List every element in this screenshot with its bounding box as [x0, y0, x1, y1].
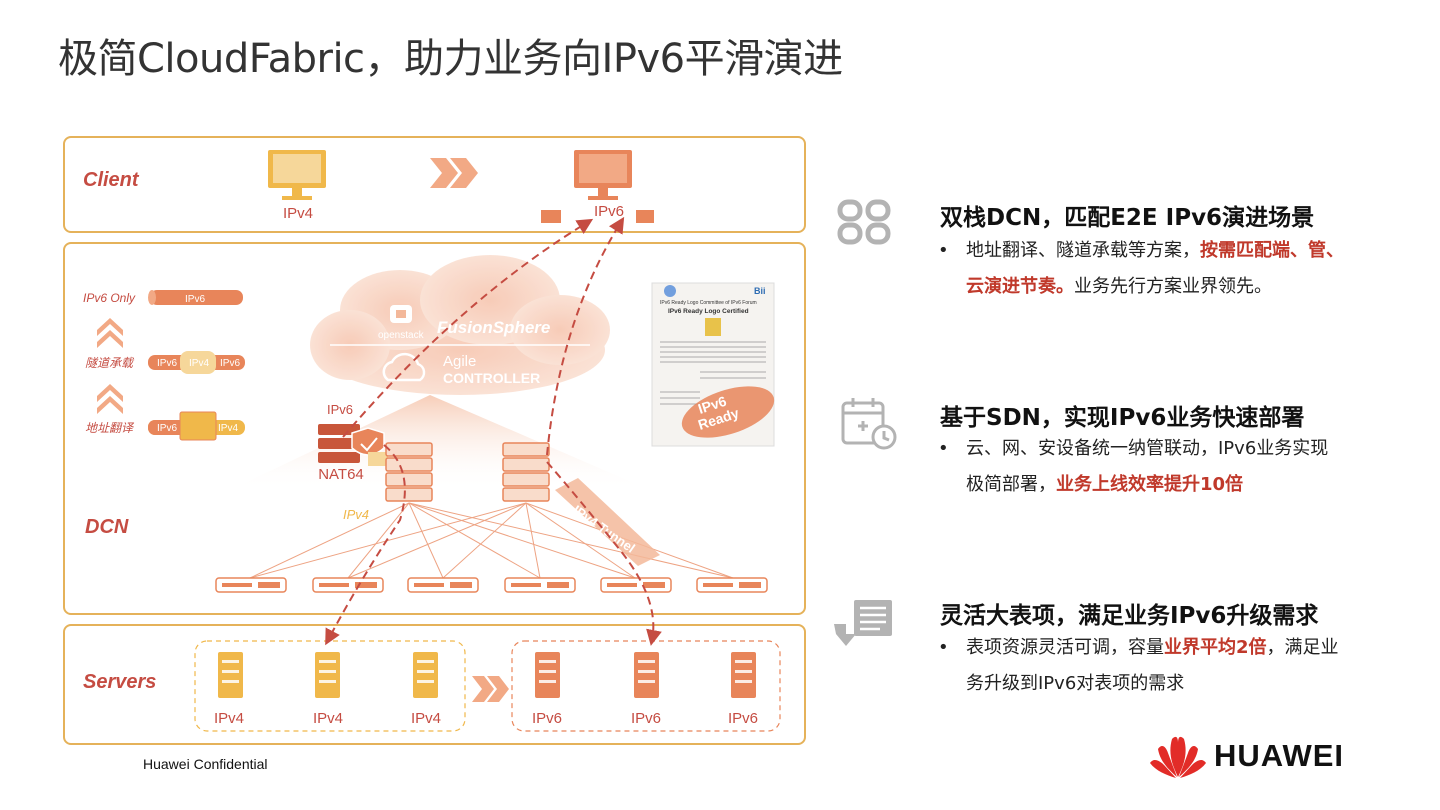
- svg-text:IPv6: IPv6: [157, 358, 177, 369]
- svg-text:IPv4: IPv4: [189, 358, 209, 369]
- fusionsphere-text: FusionSphere: [437, 318, 550, 337]
- server-icon: [535, 652, 756, 698]
- client-port-right: [636, 210, 654, 223]
- up-chevron-icon: [97, 384, 123, 414]
- cert-title: IPv6 Ready Logo Certified: [668, 308, 749, 315]
- agile-cloud-icon: [382, 352, 426, 382]
- server-ipv4-label: IPv4: [312, 710, 343, 727]
- four-rounded-squares-icon: [837, 199, 891, 245]
- server-ipv6-label: IPv6: [531, 710, 562, 727]
- ipv4-client-monitor-icon: [268, 150, 326, 200]
- ipv6-client-monitor-icon: [574, 150, 632, 200]
- legend-translation: 地址翻译: [85, 421, 135, 435]
- server-slots: [222, 660, 752, 683]
- feature-2-bullet: •云、网、安设备统一纳管联动，IPv6业务实现极简部署，业务上线效率提升10倍: [938, 431, 1338, 503]
- feature-3-highlight: 业界平均2倍: [1164, 637, 1267, 658]
- nat-ipv6-label: IPv6: [326, 402, 353, 417]
- huawei-flower-logo-icon: [1150, 736, 1206, 778]
- legend-tunnel: 隧道承载: [85, 356, 135, 370]
- dcn-label: DCN: [85, 516, 129, 538]
- legend-ipv6-only: IPv6 Only: [83, 291, 136, 305]
- client-port-left: [541, 210, 561, 223]
- spine-switch-2: [502, 442, 550, 502]
- leaf-switch-ports: [222, 582, 761, 588]
- feature-3-title: 灵活大表项，满足业务IPv6升级需求: [940, 603, 1319, 629]
- cert-header: IPv6 Ready Logo Committee of IPv6 Forum: [660, 300, 757, 306]
- server-ipv6-label: IPv6: [727, 710, 758, 727]
- svg-text:IPv6: IPv6: [220, 358, 240, 369]
- server-icon: [218, 652, 438, 698]
- spine-switch-1: [385, 442, 433, 502]
- feature-3-bullet: •表项资源灵活可调，容量业界平均2倍，满足业务升级到IPv6对表项的需求: [938, 630, 1344, 702]
- feature-1-highlight: 按需匹配端、管、云演进节奏。: [966, 240, 1344, 297]
- ipv4-tunnel-band: IPv4 Tunnel: [555, 478, 660, 566]
- agile-text: Agile: [443, 353, 476, 370]
- bullet-dot: •: [938, 637, 949, 658]
- page-title: 极简CloudFabric，助力业务向IPv6平滑演进: [58, 36, 843, 82]
- client-ipv4-label: IPv4: [282, 205, 313, 222]
- nat64-label: NAT64: [318, 466, 364, 483]
- flow-arrows: [325, 216, 662, 646]
- controller-beam: [230, 395, 650, 490]
- network-diagram: openstack FusionSphere Agile CONTROLLER …: [83, 150, 781, 732]
- ipv4-server-group: [194, 640, 466, 732]
- svg-text:IPv4: IPv4: [218, 423, 238, 434]
- up-chevron-icon: [97, 318, 123, 348]
- servers-label: Servers: [83, 671, 157, 693]
- huawei-wordmark: HUAWEI: [1214, 738, 1344, 773]
- leaf-switches: [215, 577, 768, 593]
- feature-1-title: 双栈DCN，匹配E2E IPv6演进场景: [940, 205, 1315, 231]
- controller-text: CONTROLLER: [443, 370, 540, 386]
- bullet-dot: •: [938, 240, 949, 261]
- client-ipv6-label: IPv6: [593, 203, 624, 220]
- cert-corner: Bii: [754, 286, 766, 296]
- translation-pipe: IPv6 IPv4: [148, 411, 245, 441]
- spine-leaf-links: [249, 502, 734, 579]
- svg-text:IPv6: IPv6: [157, 423, 177, 434]
- server-ipv4-label: IPv4: [213, 710, 244, 727]
- calendar-clock-icon: [841, 398, 897, 450]
- feature-1-bullet: •地址翻译、隧道承载等方案，按需匹配端、管、云演进节奏。业务先行方案业界领先。: [938, 233, 1356, 305]
- openstack-text: openstack: [378, 330, 425, 341]
- ipv6-only-pipe: IPv6: [148, 290, 243, 305]
- ipv6-ready-certificate: Bii IPv6 Ready Logo Committee of IPv6 Fo…: [651, 282, 775, 447]
- svg-text:IPv6: IPv6: [185, 294, 205, 305]
- double-chevron-icon: [430, 158, 478, 188]
- nat64-firewall-icon: [318, 424, 388, 466]
- server-ipv6-label: IPv6: [630, 710, 661, 727]
- confidential-footer: Huawei Confidential: [143, 756, 268, 772]
- table-download-icon: [834, 600, 892, 646]
- openstack-logo-icon: [390, 305, 412, 323]
- feature-2-title: 基于SDN，实现IPv6业务快速部署: [940, 405, 1305, 431]
- dcn-ipv4-label: IPv4: [342, 507, 369, 522]
- tunnel-pipe: IPv6 IPv4 IPv6: [148, 351, 245, 374]
- ipv6-server-group: [511, 640, 781, 732]
- bullet-dot: •: [938, 438, 949, 459]
- server-ipv4-label: IPv4: [410, 710, 441, 727]
- client-label: Client: [83, 169, 139, 191]
- double-chevron-icon: [472, 676, 509, 702]
- feature-2-highlight: 业务上线效率提升10倍: [1056, 474, 1244, 495]
